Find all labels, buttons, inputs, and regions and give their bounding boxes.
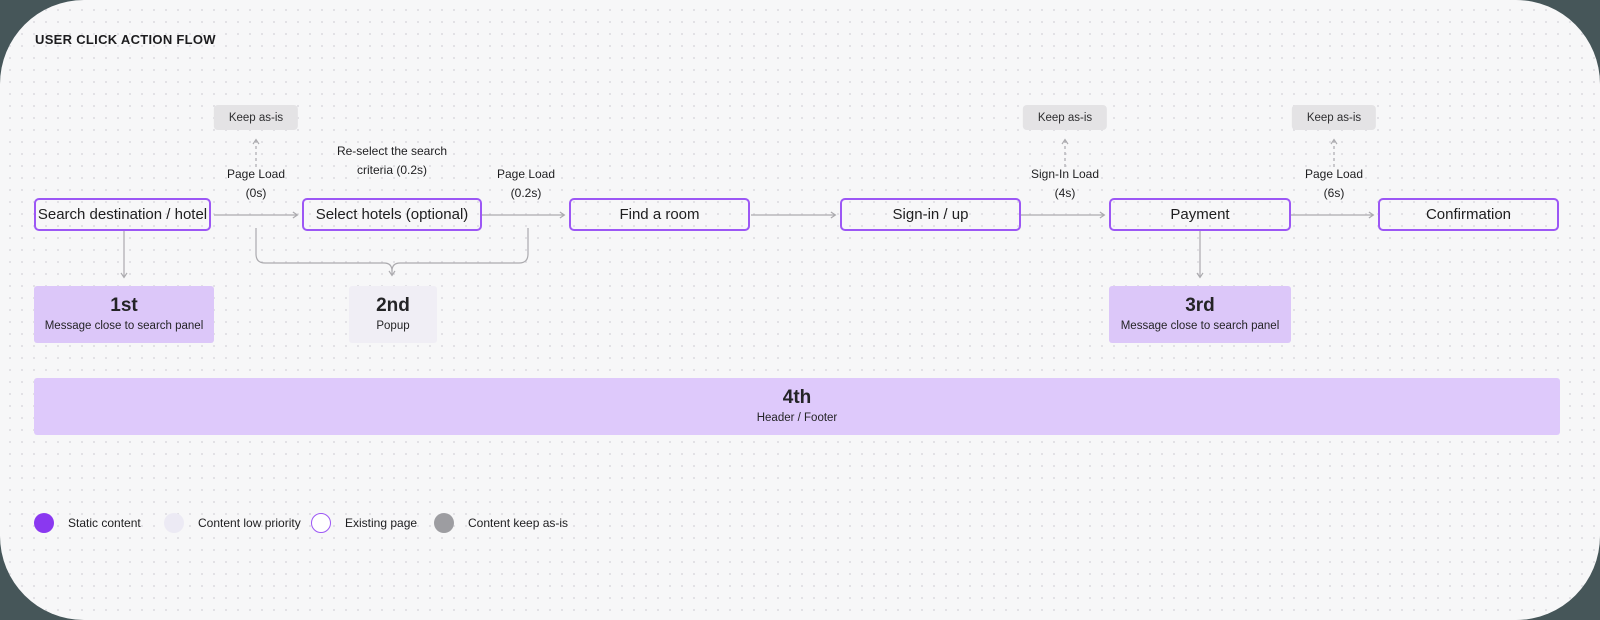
priority-block-1st[interactable]: 1st Message close to search panel: [34, 286, 214, 343]
priority-rank: 4th: [782, 387, 812, 408]
priority-block-4th[interactable]: 4th Header / Footer: [34, 378, 1560, 435]
flow-node-payment[interactable]: Payment: [1109, 198, 1291, 231]
legend-label: Content low priority: [198, 516, 301, 530]
priority-rank: 1st: [110, 295, 138, 316]
flow-node-label: Search destination / hotel: [37, 206, 208, 223]
edge-label-line2: (0s): [245, 186, 267, 200]
flow-node-label: Select hotels (optional): [315, 206, 469, 223]
page-title: USER CLICK ACTION FLOW: [35, 32, 216, 47]
connector-merge-to-2nd-right: [391, 228, 529, 272]
edge-label-line2: (6s): [1323, 186, 1345, 200]
flow-node-label: Find a room: [619, 206, 700, 223]
flow-node-find-a-room[interactable]: Find a room: [569, 198, 750, 231]
flow-node-select-hotels[interactable]: Select hotels (optional): [302, 198, 482, 231]
legend-item-content-low-priority: Content low priority: [164, 513, 301, 533]
legend-label: Content keep as-is: [468, 516, 569, 530]
flow-node-label: Sign-in / up: [892, 206, 969, 223]
priority-block-2nd[interactable]: 2nd Popup: [349, 286, 437, 343]
flow-node-confirmation[interactable]: Confirmation: [1378, 198, 1559, 231]
keep-as-is-badge-3[interactable]: Keep as-is: [1291, 105, 1377, 130]
flow-node-label: Confirmation: [1425, 206, 1512, 223]
flow-node-search-destination[interactable]: Search destination / hotel: [34, 198, 211, 231]
flow-node-sign-in-up[interactable]: Sign-in / up: [840, 198, 1021, 231]
priority-block-3rd[interactable]: 3rd Message close to search panel: [1109, 286, 1291, 343]
edge-label-line1: Page Load: [496, 167, 556, 181]
edge-label-page-load-6s: Page Load (6s): [1305, 165, 1363, 203]
edge-label-page-load-0s: Page Load (0s): [227, 165, 285, 203]
legend-label: Static content: [68, 516, 141, 530]
legend-item-content-keep-as-is: Content keep as-is: [434, 513, 568, 533]
legend-swatch-lavender-filled-icon: [164, 513, 184, 533]
edge-label-page-load-02s: Page Load (0.2s): [497, 165, 555, 203]
legend-item-static-content: Static content: [34, 513, 141, 533]
edge-label-line2: (4s): [1054, 186, 1076, 200]
priority-note: Popup: [376, 320, 410, 332]
edge-label-line2: criteria (0.2s): [356, 163, 427, 177]
legend-label: Existing page: [345, 516, 418, 530]
edge-label-line2: (0.2s): [510, 186, 542, 200]
edge-label-line1: Page Load: [226, 167, 286, 181]
priority-rank: 2nd: [376, 295, 410, 316]
legend-swatch-purple-outline-icon: [311, 513, 331, 533]
priority-note: Message close to search panel: [1120, 320, 1280, 332]
keep-as-is-badge-1[interactable]: Keep as-is: [213, 105, 299, 130]
edge-label-line1: Re-select the search: [336, 144, 448, 158]
legend-item-existing-page: Existing page: [311, 513, 417, 533]
legend-swatch-purple-filled-icon: [34, 513, 54, 533]
priority-note: Message close to search panel: [44, 320, 204, 332]
flow-node-label: Payment: [1170, 206, 1230, 223]
edge-label-signin-load-4s: Sign-In Load (4s): [1031, 165, 1099, 203]
priority-note: Header / Footer: [756, 412, 838, 424]
edge-label-reselect-criteria: Re-select the search criteria (0.2s): [337, 142, 447, 180]
edge-label-line1: Sign-In Load: [1030, 167, 1100, 181]
priority-rank: 3rd: [1185, 295, 1215, 316]
edge-label-line1: Page Load: [1304, 167, 1364, 181]
legend-swatch-gray-filled-icon: [434, 513, 454, 533]
connector-merge-to-2nd-left: [255, 228, 396, 277]
keep-as-is-badge-2[interactable]: Keep as-is: [1022, 105, 1108, 130]
